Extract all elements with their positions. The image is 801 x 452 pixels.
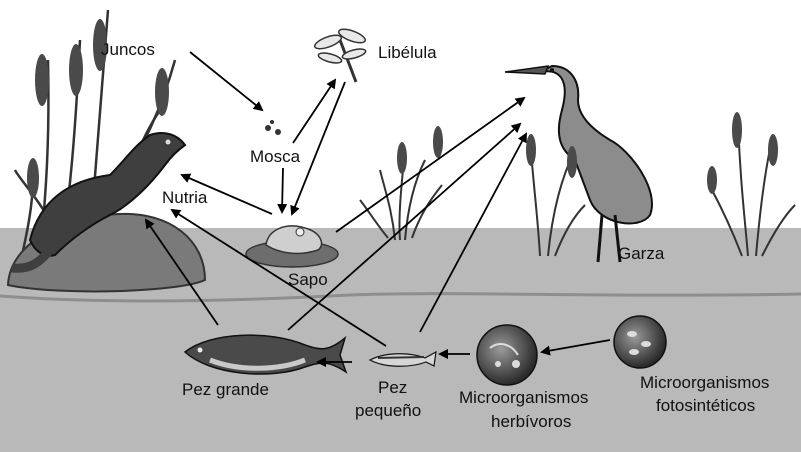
fish-icon [183,334,348,375]
label-micro-herbivoros-line2: herbívoros [491,412,571,431]
arrow-juncos-mosca [189,51,264,112]
reed-icon [707,112,778,194]
label-pez-grande: Pez grande [182,380,269,399]
microorganism-icon [476,324,538,386]
label-juncos: Juncos [101,40,155,59]
microorganism-icon [613,315,667,369]
arrow-sapo-nutria [180,173,273,215]
label-micro-fotosinteticos-line1: Microorganismos [640,373,769,392]
fly-icon [265,120,281,135]
food-web-arrows [144,51,611,367]
fish-icon [368,350,437,367]
dragonfly-icon [313,28,367,83]
arrow-pezpequeno-nutria [170,208,387,347]
arrow-microfoto-microherb [540,339,611,356]
label-micro-fotosinteticos-line2: fotosintéticos [656,396,755,415]
label-mosca: Mosca [250,147,301,166]
arrow-mosca-libelula [292,78,337,144]
arrow-sapo-garza [335,96,526,233]
frog-icon [265,225,323,255]
water-current-line [0,292,801,303]
label-nutria: Nutria [162,188,208,207]
label-pez-pequeno-line1: Pez [378,378,407,397]
label-sapo: Sapo [288,270,328,289]
heron-icon [504,64,653,263]
arrow-pezgrande-nutria [144,218,219,326]
label-pez-pequeno-line2: pequeño [355,401,421,420]
otter-icon [11,132,187,273]
label-libelula: Libélula [378,43,437,62]
reed-icon [526,134,577,178]
label-garza: Garza [618,244,665,263]
arrow-pezgrande-garza [287,122,522,331]
arrow-mosca-sapo [277,167,288,214]
label-micro-herbivoros-line1: Microorganismos [459,388,588,407]
reed-icon [27,19,169,198]
arrow-libelula-sapo [290,81,346,216]
reed-icon [397,126,443,174]
arrow-pezpequeno-garza [419,132,527,333]
